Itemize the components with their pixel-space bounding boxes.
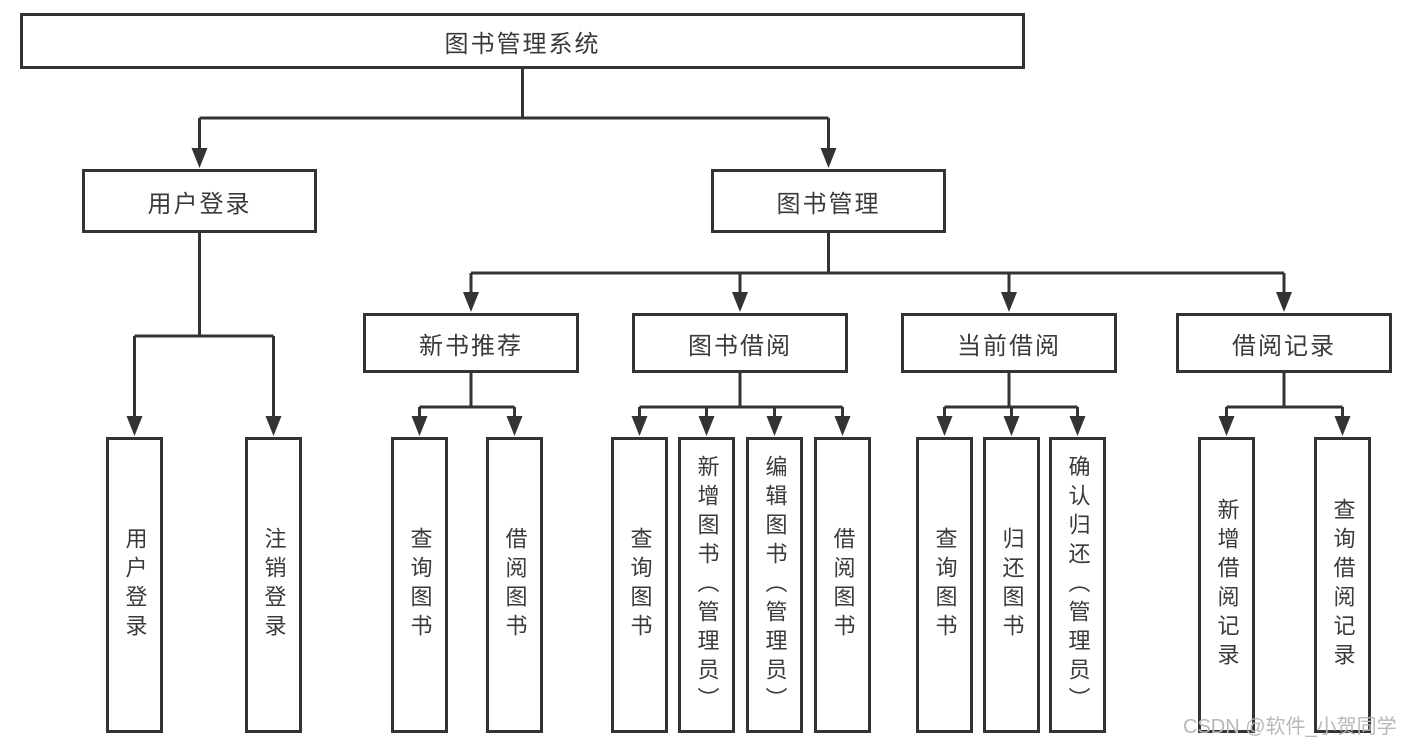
node-user-login: 用户登录 bbox=[82, 169, 317, 233]
leaf-user-login: 用户登录 bbox=[106, 437, 163, 733]
leaf-add-borrow-record: 新增借阅记录 bbox=[1198, 437, 1255, 733]
node-book-borrowing: 图书借阅 bbox=[632, 313, 848, 373]
leaf-borrow-book-borrowing: 借阅图书 bbox=[814, 437, 871, 733]
leaf-query-book-current: 查询图书 bbox=[916, 437, 973, 733]
node-root: 图书管理系统 bbox=[20, 13, 1025, 69]
leaf-query-borrow-record: 查询借阅记录 bbox=[1314, 437, 1371, 733]
node-new-book-recommend: 新书推荐 bbox=[363, 313, 579, 373]
leaf-edit-book-admin: 编辑图书（管理员） bbox=[746, 437, 803, 733]
leaf-query-book-recommend: 查询图书 bbox=[391, 437, 448, 733]
leaf-borrow-book-recommend: 借阅图书 bbox=[486, 437, 543, 733]
leaf-add-book-admin: 新增图书（管理员） bbox=[678, 437, 735, 733]
leaf-return-book: 归还图书 bbox=[983, 437, 1040, 733]
leaf-confirm-return-admin: 确认归还（管理员） bbox=[1049, 437, 1106, 733]
node-current-borrowing: 当前借阅 bbox=[901, 313, 1117, 373]
node-book-management: 图书管理 bbox=[711, 169, 946, 233]
leaf-logout: 注销登录 bbox=[245, 437, 302, 733]
node-borrowing-records: 借阅记录 bbox=[1176, 313, 1392, 373]
watermark-text: CSDN @软件_小贺同学 bbox=[1183, 716, 1397, 738]
leaf-query-book-borrowing: 查询图书 bbox=[611, 437, 668, 733]
